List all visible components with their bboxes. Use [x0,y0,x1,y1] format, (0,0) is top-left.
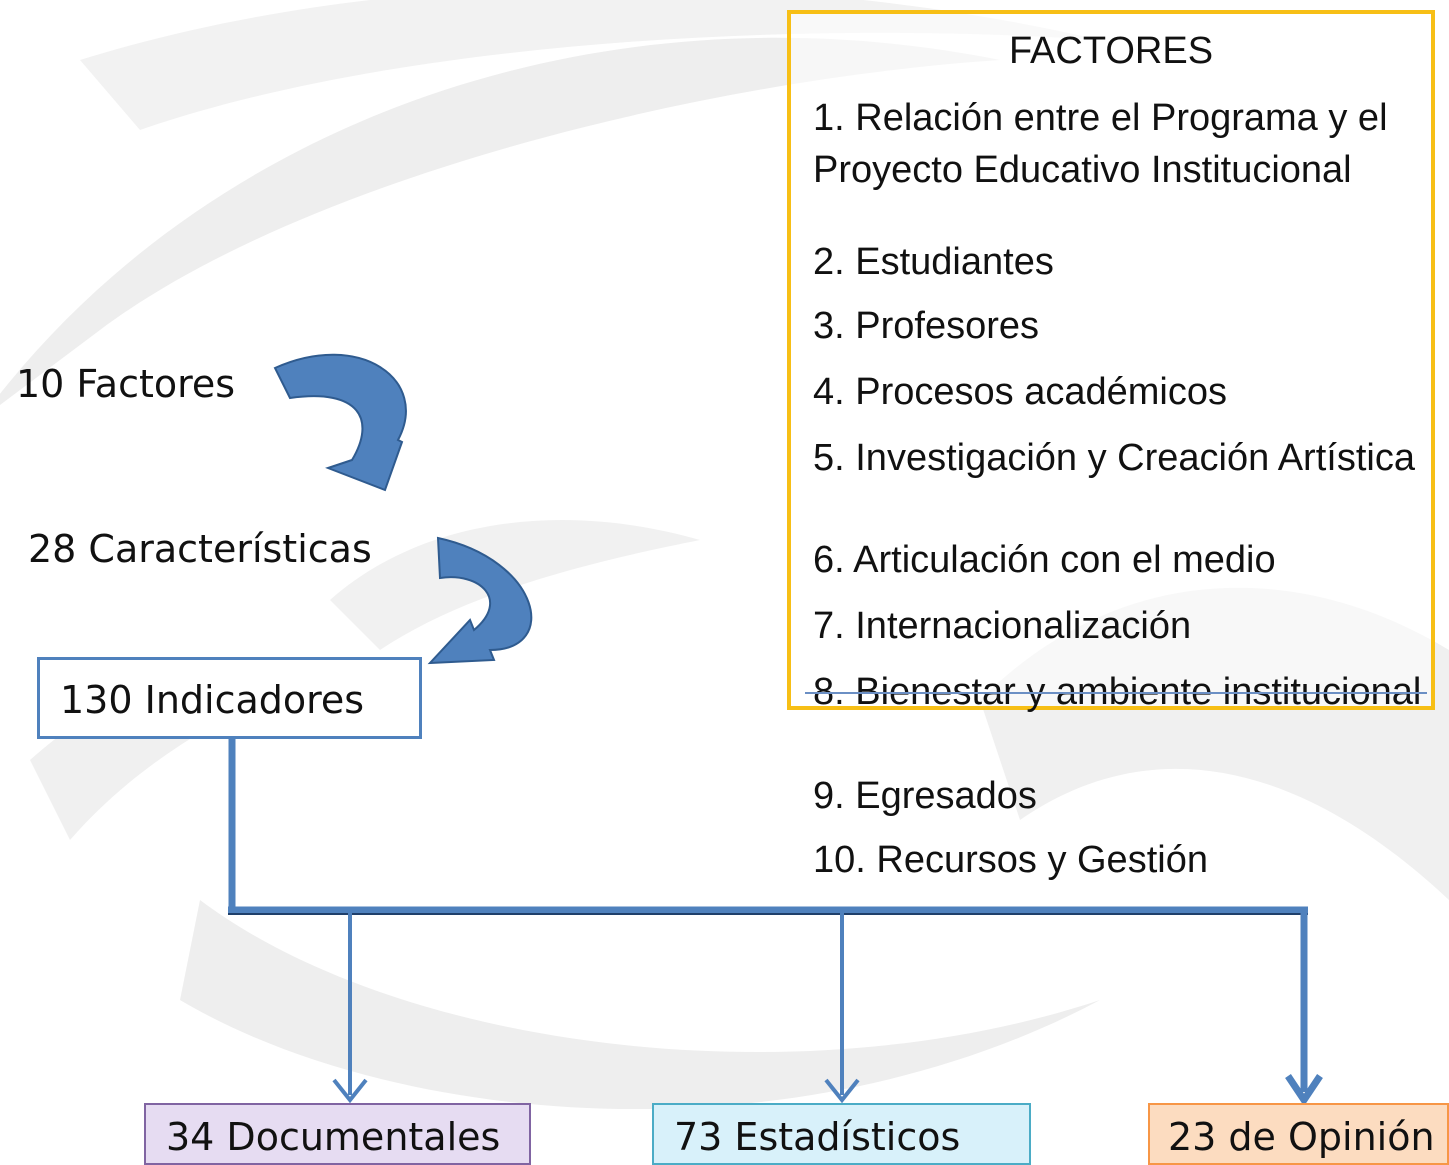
factor-item: 7. Internacionalización [813,605,1192,647]
curved-arrow-icon [273,353,407,492]
factor-item: 5. Investigación y Creación Artística [813,437,1415,479]
factor-item: 3. Profesores [813,305,1039,347]
box-opinion-label: 23 de Opinión [1168,1115,1435,1159]
factor-item: 4. Procesos académicos [813,371,1227,413]
arrowhead-icon [824,1078,860,1104]
box-indicadores: 130 Indicadores [37,657,422,739]
box-documentales: 34 Documentales [144,1103,531,1165]
factor-item: 10. Recursos y Gestión [813,839,1208,881]
box-documentales-label: 34 Documentales [166,1115,501,1159]
box-indicadores-label: 130 Indicadores [60,678,365,722]
factor-item: 6. Articulación con el medio [813,539,1276,581]
factors-panel: FACTORES 1. Relación entre el Programa y… [787,10,1435,881]
box-estadisticos: 73 Estadísticos [652,1103,1031,1165]
factors-underline [805,692,1427,694]
label-factores: 10 Factores [16,362,236,406]
arrowhead-icon [1285,1074,1323,1107]
label-caracteristicas: 28 Características [28,527,372,571]
factor-item: 2. Estudiantes [813,241,1054,283]
factors-title: FACTORES [1008,30,1214,72]
box-opinion: 23 de Opinión [1148,1103,1449,1165]
curved-arrow-icon [427,536,533,665]
factor-item: 9. Egresados [813,775,1037,817]
factor-item: 1. Relación entre el Programa y el Proye… [813,97,1388,191]
box-estadisticos-label: 73 Estadísticos [674,1115,961,1159]
arrowhead-icon [332,1078,368,1104]
